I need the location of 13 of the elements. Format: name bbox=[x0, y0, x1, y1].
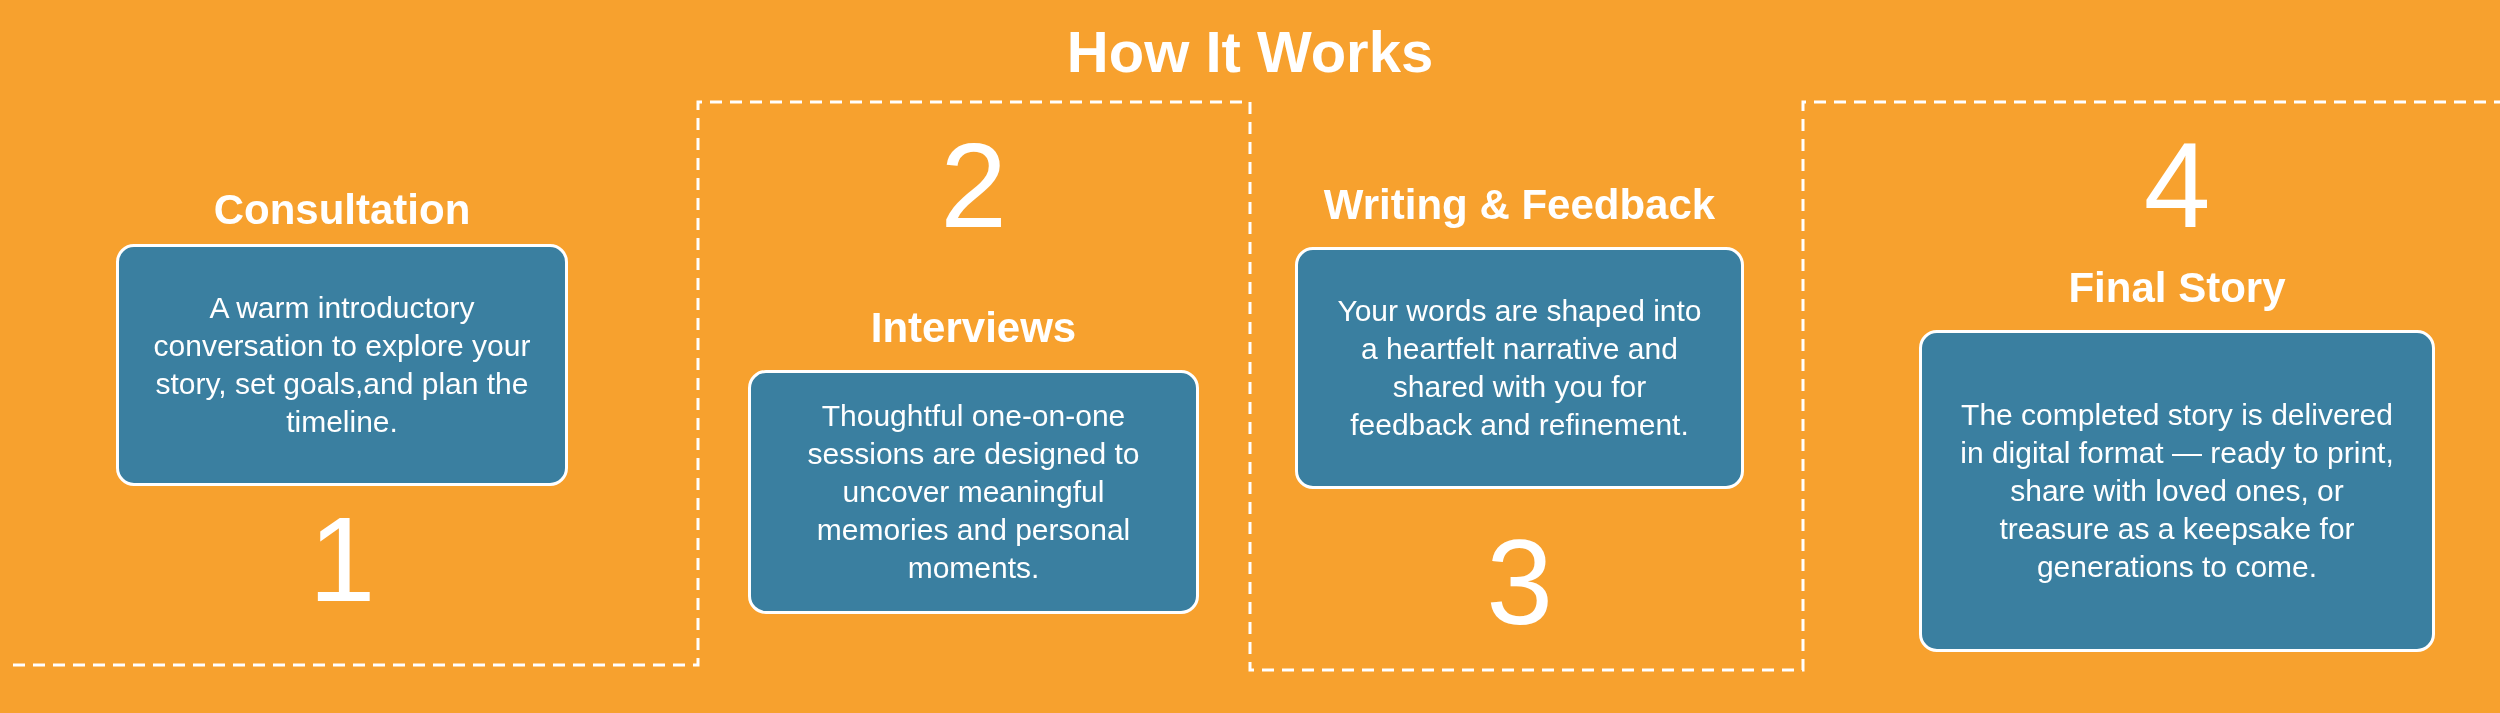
step-heading: Final Story bbox=[2067, 264, 2287, 312]
step-description: The completed story is delivered in digital format — ready to print, share with loved ones, or treasure as a keepsake for generations to come. bbox=[1959, 397, 2395, 585]
step-number: 2 bbox=[939, 120, 1008, 250]
step-number: 4 bbox=[2142, 120, 2212, 250]
title: How It Works bbox=[1065, 18, 1435, 85]
step-heading: Interviews bbox=[869, 304, 1078, 352]
step-heading: Writing & Feedback bbox=[1322, 181, 1717, 229]
step-description: Thoughtful one-on-one sessions are designed to uncover meaningful memories and personal moments. bbox=[806, 398, 1141, 586]
step-number: 1 bbox=[307, 494, 377, 624]
step-description: Your words are shaped into a heartfelt narrative and shared with you for feedback and refinement. bbox=[1336, 293, 1703, 443]
step-heading: Consultation bbox=[212, 186, 472, 234]
step-number: 3 bbox=[1485, 517, 1554, 647]
step-description: A warm introductory conversation to explore your story, set goals,and plan the timeline. bbox=[153, 290, 531, 440]
